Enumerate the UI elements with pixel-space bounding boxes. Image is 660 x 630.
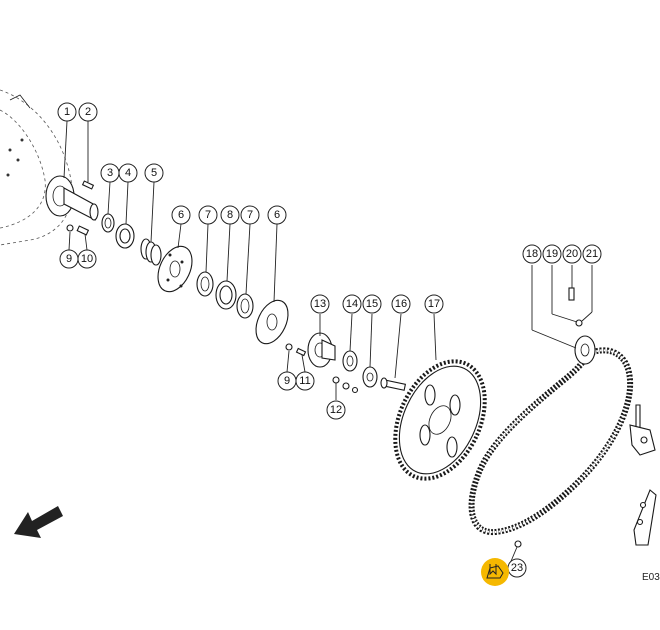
svg-text:14: 14 bbox=[346, 298, 358, 310]
svg-text:9: 9 bbox=[66, 253, 72, 265]
callout-7-left[interactable]: 7 bbox=[198, 205, 218, 225]
callout-12[interactable]: 12 bbox=[326, 400, 346, 420]
callout-15[interactable]: 15 bbox=[362, 294, 382, 314]
bolt-23-part bbox=[514, 540, 522, 548]
callout-7-right[interactable]: 7 bbox=[240, 205, 260, 225]
callout-8[interactable]: 8 bbox=[220, 205, 240, 225]
svg-text:15: 15 bbox=[366, 298, 378, 310]
bolt-16 bbox=[380, 377, 407, 391]
svg-text:11: 11 bbox=[299, 375, 310, 387]
svg-text:21: 21 bbox=[586, 248, 598, 260]
bolts-9-11 bbox=[285, 343, 307, 357]
callout-18[interactable]: 18 bbox=[522, 244, 542, 264]
svg-text:2: 2 bbox=[85, 106, 91, 118]
svg-text:3: 3 bbox=[107, 167, 113, 179]
svg-text:7: 7 bbox=[205, 209, 211, 221]
svg-text:19: 19 bbox=[546, 248, 558, 260]
svg-text:5: 5 bbox=[151, 167, 157, 179]
hub-13 bbox=[307, 332, 336, 368]
leader-lines bbox=[63, 120, 593, 567]
bearing-4 bbox=[115, 223, 135, 249]
drawing-code: E03 bbox=[642, 572, 660, 583]
callout-13[interactable]: 13 bbox=[310, 294, 330, 314]
bolts-9-10 bbox=[66, 224, 90, 236]
sprocket-17 bbox=[393, 359, 487, 481]
hub-flange bbox=[45, 175, 99, 221]
callout-21[interactable]: 21 bbox=[582, 244, 602, 264]
spring-5 bbox=[140, 238, 162, 266]
bracket-right bbox=[629, 404, 656, 456]
arrow-down-left-icon bbox=[14, 506, 63, 538]
svg-text:6: 6 bbox=[178, 209, 184, 221]
svg-text:13: 13 bbox=[314, 298, 326, 310]
callout-14[interactable]: 14 bbox=[342, 294, 362, 314]
callout-20[interactable]: 20 bbox=[562, 244, 582, 264]
svg-text:17: 17 bbox=[428, 298, 440, 310]
callout-17[interactable]: 17 bbox=[424, 294, 444, 314]
pin bbox=[81, 180, 95, 190]
callout-4[interactable]: 4 bbox=[118, 163, 138, 183]
svg-text:1: 1 bbox=[64, 106, 70, 118]
plate-6-left bbox=[157, 245, 193, 293]
svg-text:23: 23 bbox=[511, 562, 523, 574]
svg-text:7: 7 bbox=[247, 209, 253, 221]
svg-text:10: 10 bbox=[81, 253, 93, 265]
nut-21 bbox=[575, 319, 583, 327]
callout-6-left[interactable]: 6 bbox=[171, 205, 191, 225]
spacer-15 bbox=[362, 366, 378, 388]
callout-23[interactable]: 23 bbox=[507, 558, 527, 578]
nuts-12 bbox=[332, 376, 359, 394]
callout-19[interactable]: 19 bbox=[542, 244, 562, 264]
washer-7 bbox=[196, 271, 214, 297]
bearing-8 bbox=[215, 280, 237, 310]
svg-text:16: 16 bbox=[395, 298, 407, 310]
svg-text:6: 6 bbox=[274, 209, 280, 221]
callout-16[interactable]: 16 bbox=[391, 294, 411, 314]
callout-11[interactable]: 11 bbox=[295, 371, 315, 391]
bearing-3 bbox=[101, 213, 115, 233]
svg-text:9: 9 bbox=[284, 375, 290, 387]
svg-text:8: 8 bbox=[227, 209, 233, 221]
callout-10[interactable]: 10 bbox=[77, 249, 97, 269]
callout-5[interactable]: 5 bbox=[144, 163, 164, 183]
washer-7b bbox=[236, 293, 254, 319]
plate-6-right bbox=[255, 299, 289, 345]
callout-9-right[interactable]: 9 bbox=[277, 371, 297, 391]
tensioner-sprocket-18 bbox=[574, 335, 596, 365]
svg-text:12: 12 bbox=[330, 404, 342, 416]
drum-housing bbox=[0, 89, 73, 246]
bookmark-icon[interactable] bbox=[481, 558, 509, 586]
svg-text:20: 20 bbox=[566, 248, 578, 260]
callout-2[interactable]: 2 bbox=[78, 102, 98, 122]
callout-9-left[interactable]: 9 bbox=[59, 249, 79, 269]
drive-chain bbox=[468, 347, 634, 536]
svg-text:4: 4 bbox=[125, 167, 131, 179]
callout-1[interactable]: 1 bbox=[57, 102, 77, 122]
callout-3[interactable]: 3 bbox=[100, 163, 120, 183]
pin-20 bbox=[568, 287, 575, 301]
lever-right bbox=[633, 489, 657, 546]
bushing-14 bbox=[342, 350, 358, 372]
svg-text:18: 18 bbox=[526, 248, 538, 260]
callout-6-right[interactable]: 6 bbox=[267, 205, 287, 225]
